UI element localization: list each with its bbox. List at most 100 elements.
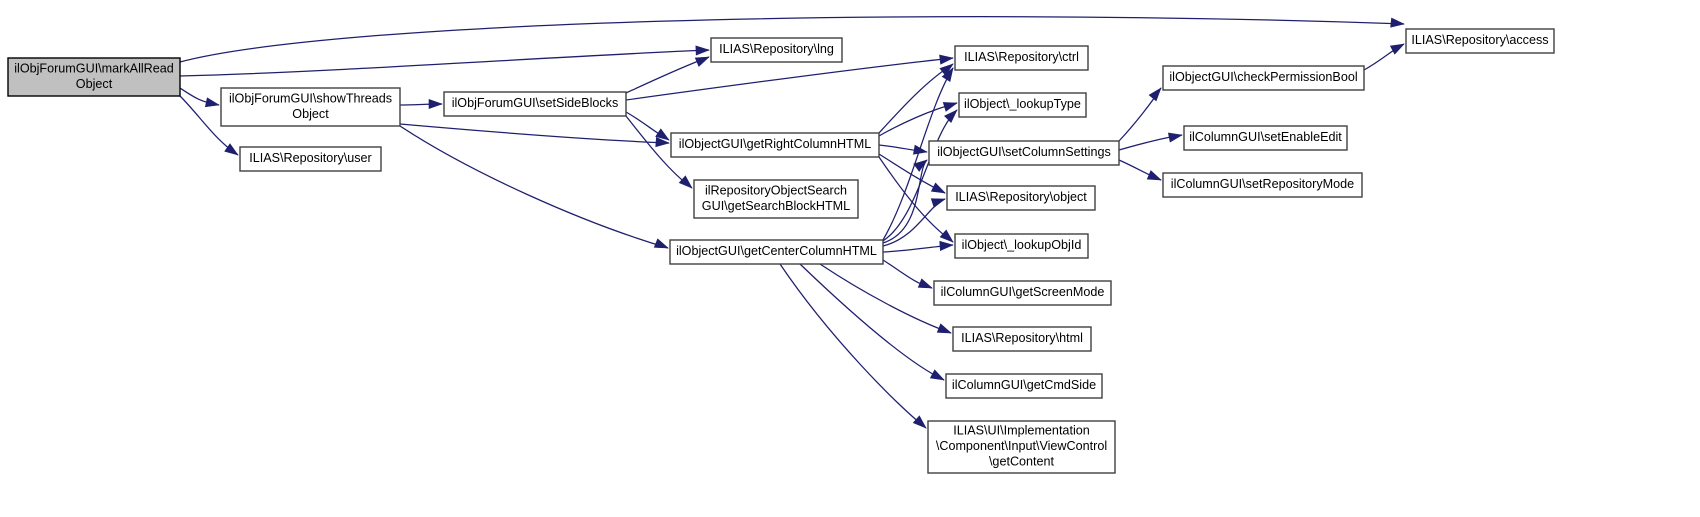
node-box-setEnableEdit[interactable] <box>1183 125 1348 151</box>
call-edge-showThreadsObject-to-getRightColumnHTML <box>399 123 670 144</box>
call-edge-getCenterColumnHTML-to-repositoryHtml <box>819 263 952 334</box>
arrowhead <box>655 137 670 148</box>
arrowhead <box>944 109 958 123</box>
node-box-setColumnSettings[interactable] <box>928 140 1120 166</box>
arrowhead <box>913 144 928 155</box>
graph-node-repositoryObject[interactable]: ILIAS\Repository\object <box>946 185 1096 211</box>
call-edge-getCenterColumnHTML-to-viewControlGetContent <box>779 263 927 429</box>
arrowhead <box>678 175 693 189</box>
arrowhead <box>204 97 220 108</box>
call-edge-getCenterColumnHTML-to-lookupType <box>882 109 958 242</box>
call-edge-markAllReadObject-to-repositoryLng <box>179 49 710 77</box>
node-label-viewControlGetContent: ILIAS\UI\Implementation\Component\Input\… <box>936 424 1107 469</box>
node-box-repositoryLng[interactable] <box>710 37 843 63</box>
node-box-getScreenMode[interactable] <box>933 280 1112 306</box>
graph-node-setSideBlocks[interactable]: ilObjForumGUI\setSideBlocks <box>443 91 627 117</box>
node-label-repositoryHtml: ILIAS\Repository\html <box>961 331 1083 345</box>
call-edge-setSideBlocks-to-repositoryLng <box>625 56 710 94</box>
node-box-markAllReadObject[interactable] <box>7 57 181 97</box>
node-box-lookupObjId[interactable] <box>954 233 1089 259</box>
arrowhead <box>1390 17 1405 28</box>
graph-node-setEnableEdit[interactable]: ilColumnGUI\setEnableEdit <box>1183 125 1348 151</box>
node-label-checkPermissionBool: ilObjectGUI\checkPermissionBool <box>1169 70 1357 84</box>
node-label-getScreenMode: ilColumnGUI\getScreenMode <box>941 285 1105 299</box>
arrowhead <box>694 56 710 67</box>
graph-node-repositoryAccess[interactable]: ILIAS\Repository\access <box>1405 28 1555 54</box>
node-label-setRepositoryMode: ilColumnGUI\setRepositoryMode <box>1171 177 1354 191</box>
node-box-repositoryAccess[interactable] <box>1405 28 1555 54</box>
node-box-checkPermissionBool[interactable] <box>1162 65 1365 91</box>
arrowhead <box>428 98 443 110</box>
graph-node-repositoryCtrl[interactable]: ILIAS\Repository\ctrl <box>954 45 1089 71</box>
node-box-repositoryCtrl[interactable] <box>954 45 1089 71</box>
graph-node-lookupObjId[interactable]: ilObject\_lookupObjId <box>954 233 1089 259</box>
node-box-getRightColumnHTML[interactable] <box>670 132 880 158</box>
call-edge-getCenterColumnHTML-to-getCmdSide <box>799 263 945 381</box>
node-box-setSideBlocks[interactable] <box>443 91 627 117</box>
node-box-repositoryHtml[interactable] <box>952 326 1092 352</box>
node-label-getCmdSide: ilColumnGUI\getCmdSide <box>952 378 1096 392</box>
arrowhead <box>939 229 954 243</box>
call-edge-setSideBlocks-to-repositoryCtrl <box>625 57 954 101</box>
node-label-setSideBlocks: ilObjForumGUI\setSideBlocks <box>452 96 619 110</box>
call-edge-markAllReadObject-to-repositoryAccess <box>179 16 1405 63</box>
arrowhead <box>929 369 945 381</box>
node-label-getCenterColumnHTML: ilObjectGUI\getCenterColumnHTML <box>676 244 877 258</box>
arrowhead <box>939 54 954 65</box>
arrowhead <box>930 198 946 208</box>
arrowhead <box>224 143 239 156</box>
graph-node-repositoryHtml[interactable]: ILIAS\Repository\html <box>952 326 1092 352</box>
node-label-setEnableEdit: ilColumnGUI\setEnableEdit <box>1189 130 1342 144</box>
node-box-getCmdSide[interactable] <box>945 373 1103 399</box>
arrowhead <box>1148 87 1162 102</box>
node-label-lookupObjId: ilObject\_lookupObjId <box>962 238 1082 252</box>
graph-node-repositoryLng[interactable]: ILIAS\Repository\lng <box>710 37 843 63</box>
graph-node-viewControlGetContent[interactable]: ILIAS\UI\Implementation\Component\Input\… <box>927 420 1116 474</box>
graph-node-lookupType[interactable]: ilObject\_lookupType <box>958 92 1087 118</box>
node-box-getCenterColumnHTML[interactable] <box>669 239 884 265</box>
node-label-repositoryLng: ILIAS\Repository\lng <box>719 42 834 56</box>
node-label-repositoryAccess: ILIAS\Repository\access <box>1411 33 1548 47</box>
arrowhead <box>655 128 670 141</box>
node-box-getSearchBlockHTML[interactable] <box>693 179 859 219</box>
node-box-setRepositoryMode[interactable] <box>1162 172 1363 198</box>
call-edge-getRightColumnHTML-to-repositoryCtrl <box>878 63 954 134</box>
node-box-viewControlGetContent[interactable] <box>927 420 1116 474</box>
node-box-showThreadsObject[interactable] <box>220 87 401 127</box>
graph-node-checkPermissionBool[interactable]: ilObjectGUI\checkPermissionBool <box>1162 65 1365 91</box>
arrowhead <box>941 67 954 82</box>
arrowhead <box>939 240 954 251</box>
node-label-getRightColumnHTML: ilObjectGUI\getRightColumnHTML <box>679 137 871 151</box>
node-box-repositoryUser[interactable] <box>239 146 382 172</box>
arrowhead <box>942 102 958 112</box>
graph-node-repositoryUser[interactable]: ILIAS\Repository\user <box>239 146 382 172</box>
graph-node-getScreenMode[interactable]: ilColumnGUI\getScreenMode <box>933 280 1112 306</box>
arrowhead <box>936 323 952 334</box>
node-label-setColumnSettings: ilObjectGUI\setColumnSettings <box>937 145 1111 159</box>
arrowhead <box>1167 132 1183 143</box>
node-box-repositoryObject[interactable] <box>946 185 1096 211</box>
arrowhead <box>695 45 710 56</box>
arrowhead <box>1389 43 1405 55</box>
graph-node-setRepositoryMode[interactable]: ilColumnGUI\setRepositoryMode <box>1162 172 1363 198</box>
node-box-lookupType[interactable] <box>958 92 1087 118</box>
node-label-repositoryCtrl: ILIAS\Repository\ctrl <box>964 50 1079 64</box>
arrowheads-layer <box>204 17 1405 429</box>
arrowhead <box>653 238 669 249</box>
graph-node-setColumnSettings[interactable]: ilObjectGUI\setColumnSettings <box>928 140 1120 166</box>
node-label-repositoryUser: ILIAS\Repository\user <box>249 151 372 165</box>
node-label-lookupType: ilObject\_lookupType <box>964 97 1081 111</box>
node-label-repositoryObject: ILIAS\Repository\object <box>955 190 1087 204</box>
graph-node-getRightColumnHTML[interactable]: ilObjectGUI\getRightColumnHTML <box>670 132 880 158</box>
graph-node-getCmdSide[interactable]: ilColumnGUI\getCmdSide <box>945 373 1103 399</box>
graph-node-getCenterColumnHTML[interactable]: ilObjectGUI\getCenterColumnHTML <box>669 239 884 265</box>
